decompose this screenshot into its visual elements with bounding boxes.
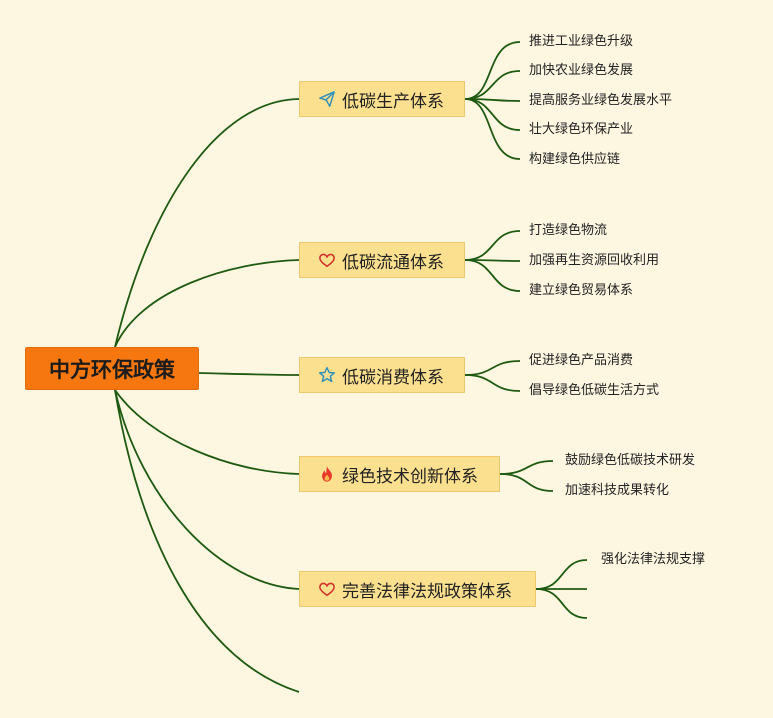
topic-label: 绿色技术创新体系 [342,466,478,487]
root-edge-6 [114,389,300,693]
topic-1-edges [464,41,521,160]
leaf-item[interactable]: 建立绿色贸易体系 [529,283,634,298]
leaf-item[interactable]: 加快农业绿色发展 [529,63,634,78]
heart-icon [318,251,336,269]
topic-node-low-carbon-production[interactable]: 低碳生产体系 [299,81,465,117]
leaf-item[interactable]: 加强再生资源回收利用 [529,253,660,268]
paper-plane-icon [318,90,336,108]
leaf-item[interactable]: 加速科技成果转化 [565,483,670,498]
leaf-item[interactable]: 壮大绿色环保产业 [529,122,634,137]
root-label: 中方环保政策 [49,357,175,382]
star-icon [318,366,336,384]
leaf-item[interactable]: 鼓励绿色低碳技术研发 [565,453,696,468]
leaf-item[interactable]: 构建绿色供应链 [529,152,621,167]
root-edge-2 [114,259,300,348]
leaf-item[interactable]: 打造绿色物流 [529,223,608,238]
leaf-item[interactable]: 促进绿色产品消费 [529,353,634,368]
topic-5-edges [535,559,588,619]
root-node[interactable]: 中方环保政策 [25,347,199,390]
leaf-item[interactable]: 倡导绿色低碳生活方式 [529,383,660,398]
root-edge-3 [198,372,300,376]
topic-4-edges [499,460,554,492]
topic-node-low-carbon-circulation[interactable]: 低碳流通体系 [299,242,465,278]
topic-node-legal-policy[interactable]: 完善法律法规政策体系 [299,571,536,607]
fire-icon [318,465,336,483]
topic-label: 低碳生产体系 [342,91,444,112]
root-edge-5 [114,389,300,590]
leaf-item[interactable]: 推进工业绿色升级 [529,34,634,49]
topic-label: 低碳消费体系 [342,367,444,388]
heart-icon [318,580,336,598]
root-edge-4 [114,389,300,475]
topic-2-edges [464,230,521,292]
root-edge-1 [114,98,300,348]
leaf-item[interactable]: 提高服务业绿色发展水平 [529,93,673,108]
topic-node-green-tech-innovation[interactable]: 绿色技术创新体系 [299,456,500,492]
topic-label: 低碳流通体系 [342,252,444,273]
topic-label: 完善法律法规政策体系 [342,581,512,602]
topic-3-edges [464,360,521,392]
topic-node-low-carbon-consumption[interactable]: 低碳消费体系 [299,357,465,393]
leaf-item[interactable]: 强化法律法规支撑 [601,552,706,567]
